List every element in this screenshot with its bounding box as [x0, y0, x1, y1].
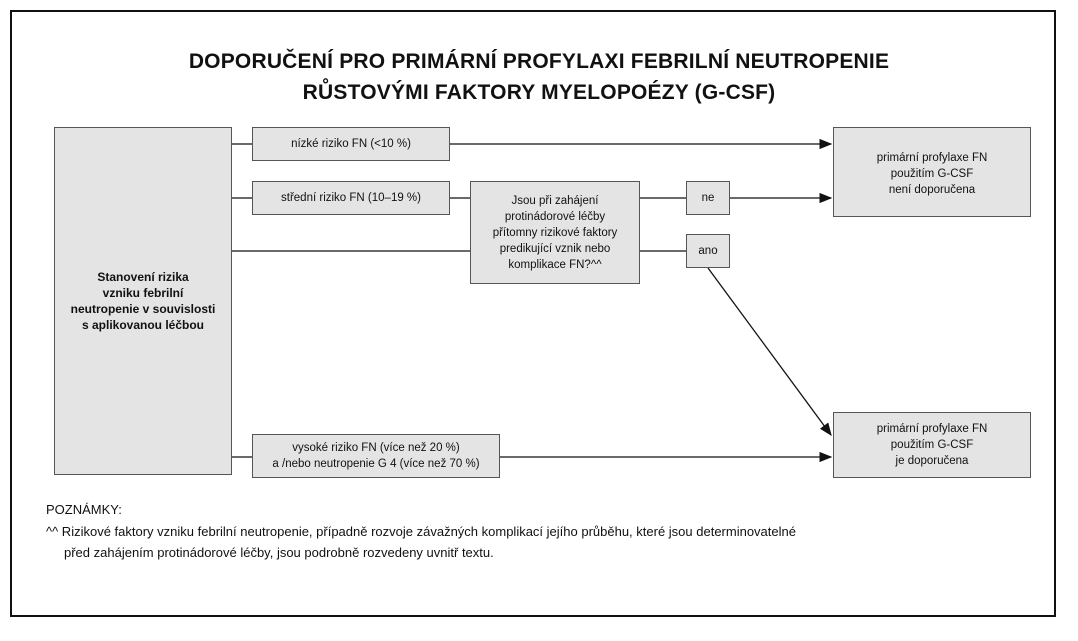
question-line: přítomny rizikové faktory: [492, 226, 618, 239]
risk-assessment-box: Stanovení rizika vzniku febrilní neutrop…: [54, 127, 232, 475]
arrow-yes-to-recommended: [707, 267, 832, 437]
title-line-1: DOPORUČENÍ PRO PRIMÁRNÍ PROFYLAXI FEBRIL…: [188, 50, 890, 73]
outcome-not-recommended-box: primární profylaxe FN použitím G-CSF nen…: [833, 127, 1031, 217]
notes-line-1: ^^ Rizikové faktory vzniku febrilní neut…: [46, 524, 796, 539]
question-line: predikující vznik nebo: [499, 242, 611, 255]
answer-yes-box: ano: [686, 234, 730, 268]
low-risk-box: nízké riziko FN (<10 %): [252, 127, 450, 161]
mid-risk-label: střední riziko FN (10–19 %): [281, 192, 421, 204]
start-line: vzniku febrilní: [102, 286, 184, 300]
high-risk-line: a /nebo neutropenie G 4 (více než 70 %): [272, 458, 480, 470]
start-line: neutropenie v souvislosti: [70, 302, 216, 316]
outcome-line: primární profylaxe FN: [876, 152, 988, 164]
outcome-recommended-box: primární profylaxe FN použitím G-CSF je …: [833, 412, 1031, 478]
question-line: Jsou při zahájení: [511, 194, 599, 207]
outer-frame: [10, 10, 1056, 617]
risk-factors-question-box: Jsou při zahájení protinádorové léčby př…: [470, 181, 640, 284]
title-line-2: RŮSTOVÝMI FAKTORY MYELOPOÉZY (G-CSF): [302, 81, 776, 104]
low-risk-label: nízké riziko FN (<10 %): [291, 138, 411, 150]
outcome-line: primární profylaxe FN: [876, 423, 988, 435]
outcome-line: použitím G-CSF: [890, 439, 974, 451]
mid-risk-box: střední riziko FN (10–19 %): [252, 181, 450, 215]
high-risk-box: vysoké riziko FN (více než 20 %) a /nebo…: [252, 434, 500, 478]
notes-heading: POZNÁMKY:: [46, 502, 122, 517]
answer-yes-label: ano: [698, 245, 718, 257]
start-line: Stanovení rizika: [97, 270, 189, 284]
answer-no-box: ne: [686, 181, 730, 215]
notes-line-2: před zahájením protinádorové léčby, jsou…: [64, 545, 494, 560]
answer-no-label: ne: [701, 192, 715, 204]
high-risk-line: vysoké riziko FN (více než 20 %): [292, 442, 460, 454]
question-line: protinádorové léčby: [504, 210, 606, 223]
outcome-line: použitím G-CSF: [890, 168, 974, 180]
outcome-line: je doporučena: [895, 455, 969, 467]
question-line: komplikace FN?^^: [508, 258, 602, 271]
outcome-line: není doporučena: [888, 184, 976, 196]
start-line: s aplikovanou léčbou: [81, 318, 205, 332]
